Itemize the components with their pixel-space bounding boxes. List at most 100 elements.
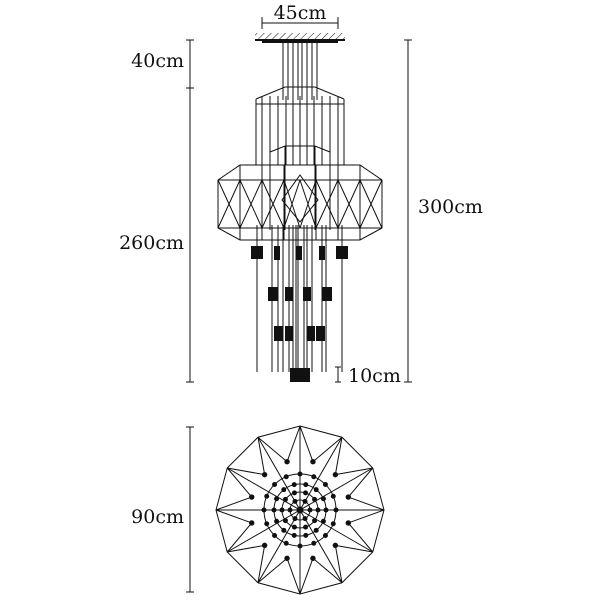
plan-node [311, 540, 317, 546]
diameter-label: 90cm [131, 506, 184, 528]
plan-spoke [299, 467, 373, 511]
plan-node [274, 496, 280, 502]
plan-node [261, 507, 267, 513]
plan-spoke [299, 509, 373, 553]
plan-node [291, 524, 297, 530]
pendant-lamp [274, 326, 283, 341]
plan-facet [348, 496, 385, 511]
pendant-lamp [316, 326, 325, 341]
chandelier-plan-view [215, 425, 385, 595]
lattice-strut [359, 179, 383, 229]
plan-facet [227, 544, 265, 553]
pendant-lamp [251, 246, 263, 259]
plan-spoke [257, 509, 301, 583]
plan-facet [335, 467, 373, 476]
plan-node [283, 474, 289, 480]
plan-facet [215, 509, 252, 524]
plan-node [284, 459, 290, 465]
canopy-plate [262, 40, 338, 43]
ceiling-hatch [255, 33, 345, 40]
body-height-label: 260cm [119, 232, 184, 254]
plan-facet [257, 436, 288, 463]
lattice-strut [315, 179, 339, 229]
plan-node [330, 493, 336, 499]
plan-facet [286, 425, 301, 462]
plan-node [291, 482, 297, 488]
plan-facet [226, 522, 253, 553]
plan-node [291, 490, 297, 496]
pendant-lamp [322, 287, 332, 301]
plan-spoke [299, 437, 343, 511]
pendant-lamp [285, 287, 293, 301]
plan-node [332, 542, 339, 549]
plan-node [249, 520, 255, 526]
plan-node [310, 555, 316, 561]
plan-node [313, 487, 319, 493]
lattice-strut [337, 179, 361, 229]
pendant-lamp [319, 246, 325, 260]
width-label: 45cm [274, 2, 327, 24]
plan-facet [347, 467, 374, 498]
plan-node [297, 543, 303, 549]
plan-spoke [227, 509, 301, 553]
pendant-lamp [336, 246, 348, 259]
plan-node [333, 507, 339, 513]
plan-node [279, 507, 285, 513]
plan-node [330, 521, 336, 527]
pendant-height-label: 10cm [348, 365, 401, 387]
plan-facet [335, 544, 373, 553]
plan-node [297, 471, 303, 477]
pendant-lamp [274, 246, 280, 260]
plan-node [302, 516, 308, 522]
plan-node [271, 507, 277, 513]
plan-node [345, 494, 351, 500]
pendant-lamp [285, 326, 293, 341]
plan-node [292, 516, 298, 522]
pendant-lamp [290, 368, 300, 382]
canopy-drop-label: 40cm [131, 50, 184, 72]
plan-center-node [296, 506, 304, 514]
total-height-label: 300cm [418, 196, 483, 218]
plan-facet [312, 436, 343, 463]
plan-node [320, 496, 326, 502]
plan-node [264, 521, 270, 527]
pendant-lamp [296, 246, 302, 260]
plan-facet [257, 545, 266, 583]
plan-node [313, 527, 319, 533]
plan-node [282, 518, 288, 524]
plan-spoke [299, 509, 343, 583]
plan-node [303, 482, 309, 488]
plan-node [303, 524, 309, 530]
plan-facet [215, 496, 252, 511]
plan-node [282, 496, 288, 502]
plan-node [322, 482, 328, 488]
plan-node [322, 532, 328, 538]
plan-node [302, 498, 308, 504]
plan-node [281, 527, 287, 533]
upper-cage-top [255, 86, 345, 100]
plan-node [312, 518, 318, 524]
plan-facet [334, 545, 343, 583]
plan-facet [348, 509, 385, 524]
plan-node [315, 507, 321, 513]
lattice-strut [283, 179, 301, 229]
middle-cage-top [269, 145, 331, 153]
plan-facet [226, 467, 253, 498]
ceiling-canopy [255, 33, 345, 43]
plan-node [332, 471, 339, 478]
plan-spoke [257, 437, 301, 511]
plan-node [312, 496, 318, 502]
plan-node [264, 493, 270, 499]
plan-node [287, 507, 293, 513]
plan-spoke [227, 467, 301, 511]
plan-node [307, 507, 313, 513]
plan-node [310, 459, 316, 465]
plan-node [261, 542, 268, 549]
plan-facet [334, 437, 343, 475]
plan-node [249, 494, 255, 500]
plan-node [261, 471, 268, 478]
plan-node [274, 518, 280, 524]
plan-node [283, 540, 289, 546]
plan-node [345, 520, 351, 526]
